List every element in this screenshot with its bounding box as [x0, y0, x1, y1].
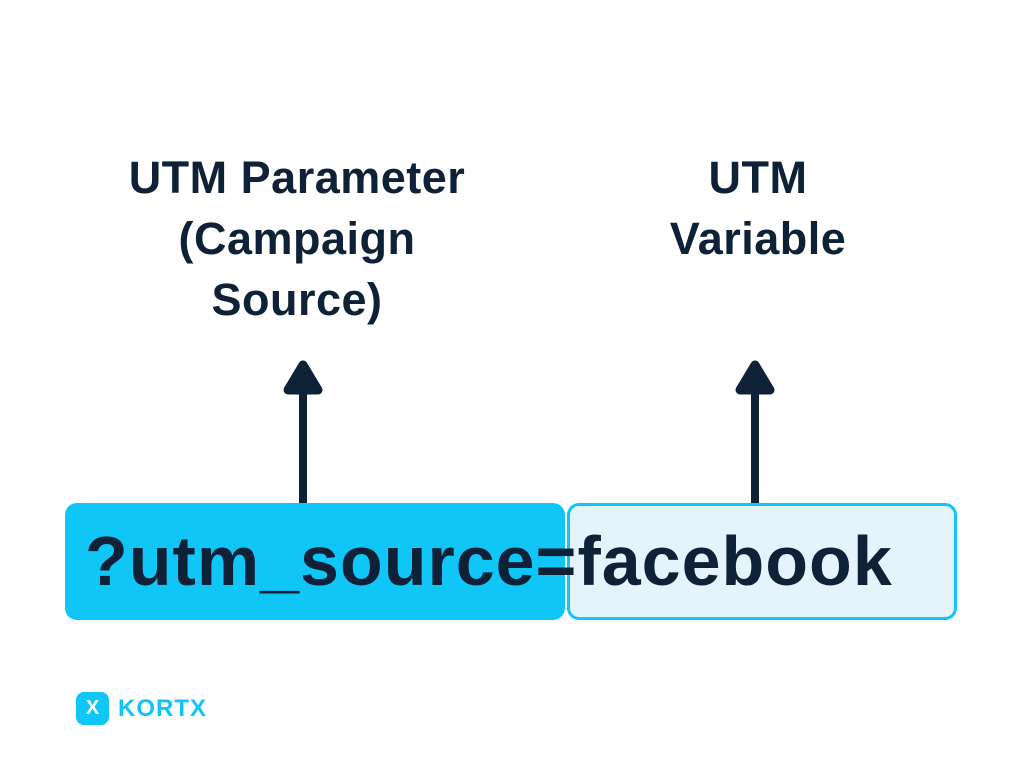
kortx-logo: X KORTX [76, 692, 207, 725]
utm-parameter-label: UTM Parameter (Campaign Source) [67, 147, 527, 330]
utm-variable-label-line2: Variable [669, 213, 847, 264]
kortx-x-icon: X [76, 692, 109, 725]
parameter-arrow-up-icon [283, 360, 323, 505]
utm-url-text: ?utm_source=facebook [85, 503, 893, 620]
utm-parameter-highlight-box [65, 503, 565, 620]
utm-variable-highlight-box [567, 503, 957, 620]
utm-parameter-label-line2: (Campaign [178, 213, 416, 264]
variable-arrow-up-icon [735, 360, 775, 505]
utm-parameter-text: ?utm_source= [85, 522, 578, 600]
utm-variable-label: UTM Variable [628, 147, 888, 269]
utm-variable-label-line1: UTM [708, 152, 808, 203]
kortx-brand-name: KORTX [118, 694, 207, 722]
utm-parameter-label-line3: Source) [211, 274, 383, 325]
utm-parameter-label-line1: UTM Parameter [128, 152, 466, 203]
kortx-x-glyph: X [85, 697, 100, 719]
utm-variable-text: facebook [577, 522, 893, 600]
